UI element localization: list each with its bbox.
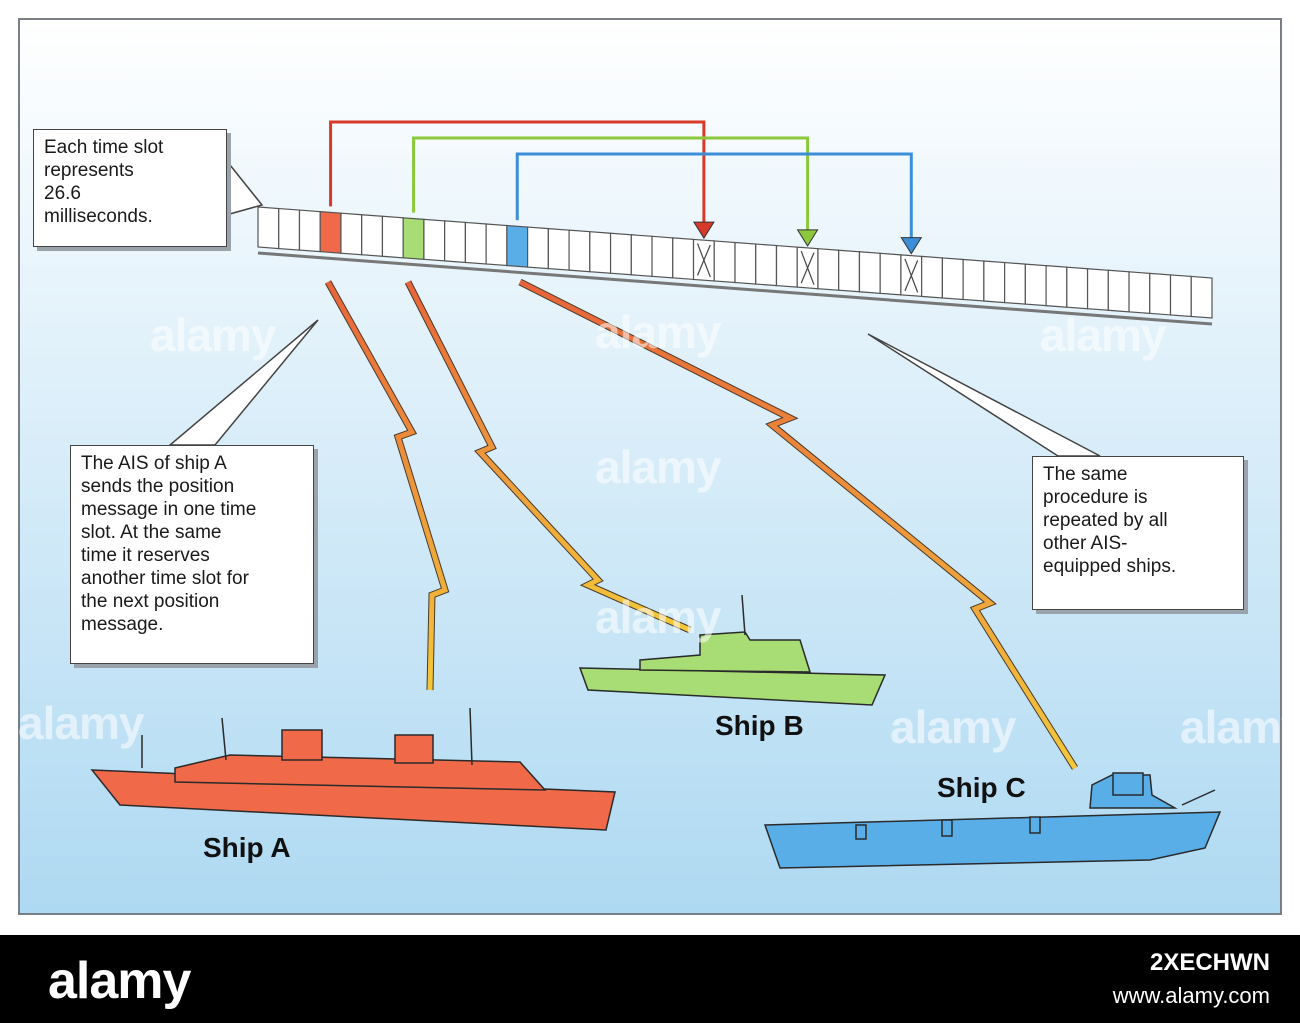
time-slot: [609, 232, 632, 276]
time-slot: [630, 234, 653, 277]
footer-url: www.alamy.com: [1112, 983, 1270, 1008]
time-slot: [838, 249, 861, 293]
watermark: alamy: [595, 441, 721, 493]
time-slot: [381, 215, 404, 259]
time-slot: [858, 251, 881, 294]
reserved-slot-mark: [696, 243, 711, 278]
watermark: alamy: [1180, 701, 1300, 753]
signal-ship-b: [405, 280, 692, 633]
time-slot: [921, 255, 943, 299]
callout-pointers: [167, 147, 1101, 457]
reserved-slot-mark: [904, 258, 919, 293]
time-slot: [775, 244, 798, 288]
signal-ship-c: [518, 279, 1078, 770]
watermark: alamy: [890, 701, 1016, 753]
time-slot: [423, 218, 446, 262]
ship-a-label: Ship A: [203, 832, 291, 863]
time-slot: [962, 258, 985, 302]
ship-b-silhouette: [578, 594, 887, 706]
watermark: alamy: [150, 309, 276, 361]
callout-ship-a-ais: The AIS of ship A sends the position mes…: [70, 445, 314, 664]
ship-a-funnel-1: [281, 729, 323, 761]
time-slot-strip: [257, 206, 1213, 326]
time-slot: [879, 252, 902, 296]
ship-c-post-3: [1029, 816, 1041, 834]
time-slot: [319, 210, 342, 254]
alamy-logo: alamy: [48, 952, 191, 1010]
time-slot: [1066, 266, 1089, 310]
time-slot: [1086, 268, 1109, 311]
time-slot: [651, 235, 674, 279]
time-slot: [298, 209, 321, 253]
time-slot: [257, 206, 280, 250]
reservation-link-green: [412, 136, 810, 234]
ship-a-silhouette: [90, 707, 616, 831]
ship-b-mast: [741, 594, 746, 636]
time-slot: [485, 223, 508, 267]
time-slot: [713, 240, 736, 284]
time-slot: [1107, 269, 1130, 313]
ship-b-hull: [578, 667, 887, 706]
ship-b-label: Ship B: [715, 710, 804, 741]
time-slot: [983, 260, 1006, 304]
ship-c-hull: [763, 811, 1222, 869]
reservation-link-red: [329, 120, 706, 227]
time-slot: [278, 207, 301, 251]
watermark: alamy: [595, 306, 721, 358]
time-slot: [464, 221, 487, 265]
callout-same-procedure: The same procedure is repeated by all ot…: [1032, 456, 1244, 610]
ship-b-superstructure: [639, 631, 812, 673]
signal-ship-a: [325, 280, 449, 691]
time-slot: [734, 241, 757, 285]
time-slot: [817, 248, 840, 291]
time-slot: [568, 229, 591, 273]
ship-c-silhouette: [763, 772, 1222, 869]
time-slot: [1169, 274, 1192, 318]
ship-a-funnel-2: [394, 734, 434, 764]
time-slot: [672, 237, 695, 281]
reservation-link-green-arrowhead: [796, 229, 819, 247]
reservation-link-red-arrowhead: [692, 221, 715, 240]
callout-time-slot: Each time slot represents 26.6 milliseco…: [33, 129, 227, 247]
ship-c-funnel: [1112, 772, 1144, 796]
time-slot: [1045, 265, 1068, 308]
ship-c-label: Ship C: [937, 772, 1026, 803]
reservation-connectors: [329, 120, 923, 255]
time-slot: [589, 231, 612, 274]
ship-c-post-1: [855, 824, 867, 840]
ship-a-mast-1: [221, 717, 227, 761]
radio-signals: [324, 278, 1078, 770]
time-slot: [941, 257, 964, 301]
time-slot: [1190, 275, 1213, 319]
ship-c-post-2: [941, 819, 953, 837]
time-slot: [402, 217, 425, 260]
time-slot: [1024, 263, 1047, 307]
ship-a-mast-2: [469, 707, 473, 766]
time-slot: [506, 224, 529, 268]
time-slot: [340, 212, 363, 256]
time-slot: [1004, 261, 1026, 305]
reservation-link-blue-arrowhead: [900, 237, 923, 255]
time-slot: [361, 214, 384, 257]
strip-base: [257, 251, 1213, 326]
watermark: alamy: [18, 697, 144, 749]
image-id: 2XECHWN: [1149, 949, 1270, 976]
ship-a-deck: [174, 754, 547, 791]
watermark: alamy: [595, 591, 721, 643]
time-slot: [755, 243, 778, 287]
time-slot: [444, 220, 466, 264]
reserved-slot-mark: [800, 250, 815, 285]
reservation-link-blue: [515, 152, 913, 242]
stock-footer: alamy 2XECHWN www.alamy.com: [0, 935, 1300, 1023]
time-slot: [547, 227, 570, 271]
watermark: alamy: [1040, 309, 1166, 361]
time-slot: [527, 226, 549, 270]
ship-c-crane: [1181, 789, 1216, 806]
